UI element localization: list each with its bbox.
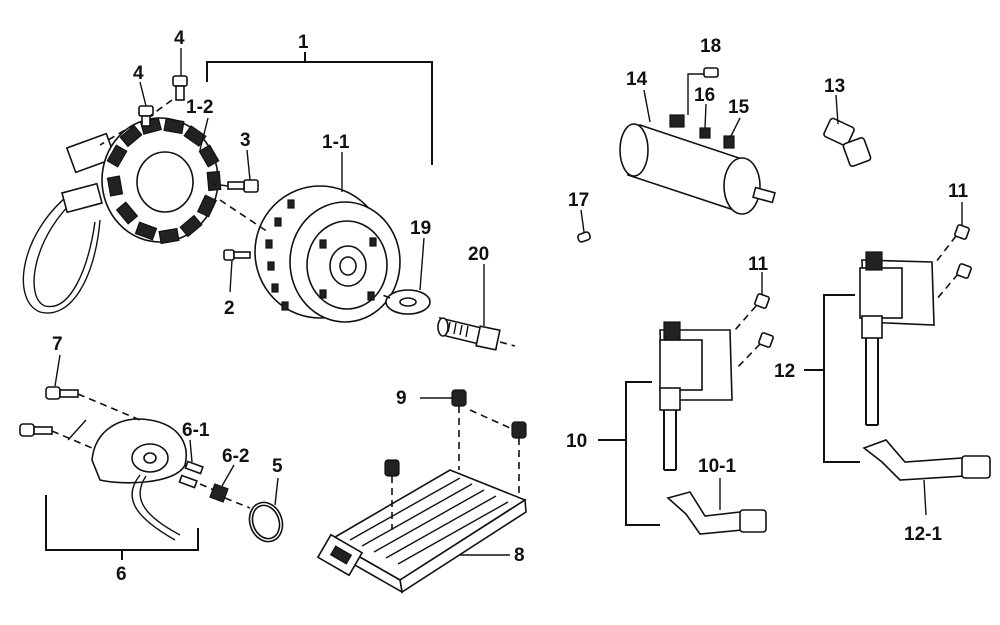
label-14: 14 — [626, 69, 648, 90]
label-17: 17 — [568, 190, 589, 211]
label-7: 7 — [52, 334, 63, 355]
bolt-9-c — [384, 459, 400, 530]
bracket-group-10 — [598, 381, 660, 526]
label-15: 15 — [728, 97, 750, 118]
label-12: 12 — [774, 361, 795, 382]
coil-10 — [659, 321, 733, 471]
pin-17 — [577, 231, 591, 243]
label-5: 5 — [272, 456, 283, 477]
oring-5 — [248, 501, 284, 543]
label-18: 18 — [700, 36, 721, 57]
coil-12 — [859, 251, 935, 426]
label-9: 9 — [396, 388, 407, 409]
plug-cap-12-1 — [862, 439, 991, 481]
sensor-13 — [823, 117, 872, 167]
label-13: 13 — [824, 76, 845, 97]
starter-motor-14 — [619, 114, 776, 215]
bolt-11-coil10-b — [758, 332, 774, 348]
label-1-2: 1-2 — [186, 97, 213, 118]
label-6: 6 — [116, 564, 127, 585]
label-11-coil12: 11 — [948, 181, 969, 202]
wire-18 — [687, 67, 719, 115]
bolt-7-upper — [45, 386, 79, 400]
bolt-11-coil10-a — [754, 293, 770, 309]
label-1: 1 — [298, 32, 309, 53]
label-11-coil10: 11 — [748, 254, 769, 275]
bolt-20 — [437, 316, 501, 351]
bolt-9-a — [451, 389, 467, 470]
label-10-1: 10-1 — [698, 456, 736, 477]
flywheel-part — [254, 185, 401, 323]
plug-cap-10-1 — [666, 491, 767, 535]
bolt-3 — [227, 179, 259, 193]
label-6-1: 6-1 — [182, 420, 210, 441]
label-1-1: 1-1 — [322, 132, 350, 153]
label-16: 16 — [694, 85, 715, 106]
sensor-part-6 — [91, 418, 187, 541]
bolt-9-b — [511, 421, 527, 496]
bracket-group-12 — [804, 294, 860, 463]
label-20: 20 — [468, 244, 489, 265]
regulator-part-8 — [316, 469, 527, 594]
washer-19 — [385, 289, 431, 315]
bracket-group-6 — [45, 495, 199, 560]
label-12-1: 12-1 — [904, 524, 942, 545]
bolt-4-upper — [172, 75, 188, 101]
label-6-2: 6-2 — [222, 446, 249, 467]
stator-part — [22, 117, 222, 314]
label-4-upper: 4 — [174, 28, 185, 49]
leader-lines — [54, 48, 963, 556]
bolt-2 — [223, 249, 251, 261]
label-19: 19 — [410, 218, 431, 239]
label-3: 3 — [240, 130, 251, 151]
bolt-11-coil12-a — [954, 224, 970, 240]
label-10: 10 — [566, 431, 587, 452]
spring-6-2 — [209, 483, 229, 503]
pin-6-1 — [178, 460, 204, 489]
bracket-group-1 — [206, 52, 433, 165]
bolt-7-lower — [19, 423, 53, 437]
bolt-11-coil12-b — [956, 263, 972, 279]
callout-labels: 1 4 4 1-2 3 1-1 2 19 20 7 6-1 6-2 5 6 9 … — [52, 28, 969, 585]
label-2: 2 — [224, 298, 235, 319]
label-4-lower: 4 — [133, 63, 144, 84]
label-8: 8 — [514, 545, 525, 566]
